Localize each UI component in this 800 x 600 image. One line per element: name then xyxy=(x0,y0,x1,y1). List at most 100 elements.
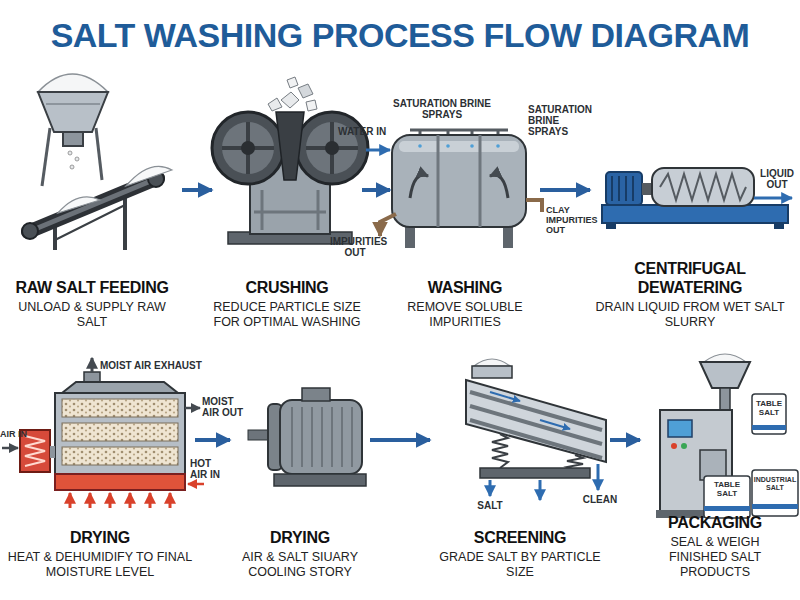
illustration-shape xyxy=(317,190,320,230)
callout-label: LIQUID OUT xyxy=(756,168,798,190)
callout-label: SALT xyxy=(472,500,508,511)
illustration-shape xyxy=(472,366,512,378)
screen-illustration xyxy=(466,359,606,500)
stage-heading: CRUSHING xyxy=(246,279,329,297)
illustration-shape xyxy=(597,464,600,490)
illustration-shape xyxy=(261,190,264,230)
illustration-shape xyxy=(306,100,317,111)
stage-description: UNLOAD & SUPPLY RAW SALT xyxy=(2,300,182,330)
illustration-shape xyxy=(62,447,178,465)
illustration-shape xyxy=(123,192,127,250)
illustration-shape xyxy=(69,493,72,508)
illustration-shape xyxy=(311,407,313,467)
illustration-shape xyxy=(28,178,158,232)
illustration-shape xyxy=(126,166,172,186)
process-stage: CRUSHING REDUCE PARTICLE SIZE FOR OPTIMAL… xyxy=(212,75,362,330)
stage-description: REMOVE SOLUBLE IMPURITIES xyxy=(390,300,540,330)
illustration-shape xyxy=(276,112,304,180)
illustration-shape xyxy=(490,175,508,198)
illustration-shape xyxy=(642,183,652,195)
stage-heading: RAW SALT FEEDING xyxy=(15,279,168,297)
illustration-shape xyxy=(752,504,798,509)
illustration-shape xyxy=(55,393,185,475)
callout-label: CLEAN xyxy=(578,494,622,505)
stage-heading: SCREENING xyxy=(474,529,566,547)
illustration-shape xyxy=(611,176,613,201)
illustration-shape xyxy=(109,493,112,508)
illustration-shape xyxy=(539,480,542,500)
illustration-shape xyxy=(96,128,102,180)
illustration-shape xyxy=(325,141,339,155)
illustration-shape xyxy=(280,400,362,474)
stage-description: GRADE SALT BY PARTICLE SIZE xyxy=(430,550,610,580)
illustration-shape xyxy=(296,112,368,184)
illustration-shape xyxy=(68,151,72,155)
illustration-shape xyxy=(704,476,750,518)
illustration-shape xyxy=(281,92,299,108)
illustration-shape xyxy=(75,157,79,161)
illustration-shape xyxy=(392,135,526,227)
illustration-shape xyxy=(351,407,353,467)
illustration-shape xyxy=(618,176,620,201)
illustration-shape xyxy=(446,144,450,148)
illustration-shape xyxy=(298,84,313,98)
illustration-shape xyxy=(38,92,108,132)
illustration-shape xyxy=(62,399,178,417)
packaging-illustration xyxy=(656,354,798,518)
illustration-shape xyxy=(254,211,326,214)
illustration-shape xyxy=(410,129,508,132)
illustration-shape xyxy=(62,423,178,441)
illustration-shape xyxy=(302,388,330,401)
callout-label: WATER IN xyxy=(338,126,398,137)
illustration-shape xyxy=(480,468,590,478)
stage-description: REDUCE PARTICLE SIZE FOR OPTIMAL WASHING xyxy=(212,300,362,330)
illustration-shape xyxy=(652,168,754,206)
illustration-shape xyxy=(602,205,788,223)
illustration-shape xyxy=(268,98,282,111)
illustration-shape xyxy=(410,175,428,198)
callout-label: AIR IN xyxy=(0,430,36,440)
illustration-shape xyxy=(248,430,270,440)
illustration-shape xyxy=(22,223,38,239)
illustration-shape xyxy=(46,103,100,105)
illustration-shape xyxy=(466,380,606,462)
process-stage: DRYINGHEAT & DEHUMIDIFY TO FINAL MOISTUR… xyxy=(5,360,195,580)
illustration-shape xyxy=(660,174,746,200)
illustration-shape xyxy=(169,493,172,508)
illustration-shape xyxy=(149,493,152,508)
illustration-shape xyxy=(496,144,500,148)
illustration-shape xyxy=(380,214,396,236)
illustration-shape xyxy=(492,434,508,468)
illustration-shape xyxy=(470,420,602,458)
illustration-shape xyxy=(241,141,255,155)
illustration-shape xyxy=(752,425,786,430)
illustration-shape xyxy=(681,443,687,449)
callout-label: SATURATION BRINE SPRAYS xyxy=(528,104,590,137)
stage-heading: WASHING xyxy=(428,279,502,297)
illustration-shape xyxy=(274,474,366,486)
illustration-shape xyxy=(129,493,132,508)
illustration-shape xyxy=(752,470,798,516)
crusher-illustration xyxy=(212,77,368,244)
illustration-shape xyxy=(489,480,492,496)
illustration-shape xyxy=(91,358,94,372)
illustration-shape xyxy=(437,135,440,227)
stage-heading: DRYING xyxy=(70,529,130,547)
illustration-shape xyxy=(490,392,520,401)
illustration-shape xyxy=(366,149,390,152)
callout-label: INDUSTRIAL SALT xyxy=(752,476,798,491)
illustration-shape xyxy=(287,77,298,88)
callout-label: MOIST AIR EXHAUST xyxy=(100,360,220,371)
illustration-shape xyxy=(55,474,185,490)
illustration-shape xyxy=(50,446,55,458)
illustration-shape xyxy=(606,172,642,205)
illustration-shape xyxy=(704,506,750,511)
callout-label: SATURATION BRINE SPRAYS xyxy=(392,98,492,120)
process-stage: RAW SALT FEEDING UNLOAD & SUPPLY RAW SALT xyxy=(2,75,182,330)
illustration-shape xyxy=(671,443,677,449)
illustration-shape xyxy=(42,128,50,186)
illustration-shape xyxy=(70,165,74,169)
